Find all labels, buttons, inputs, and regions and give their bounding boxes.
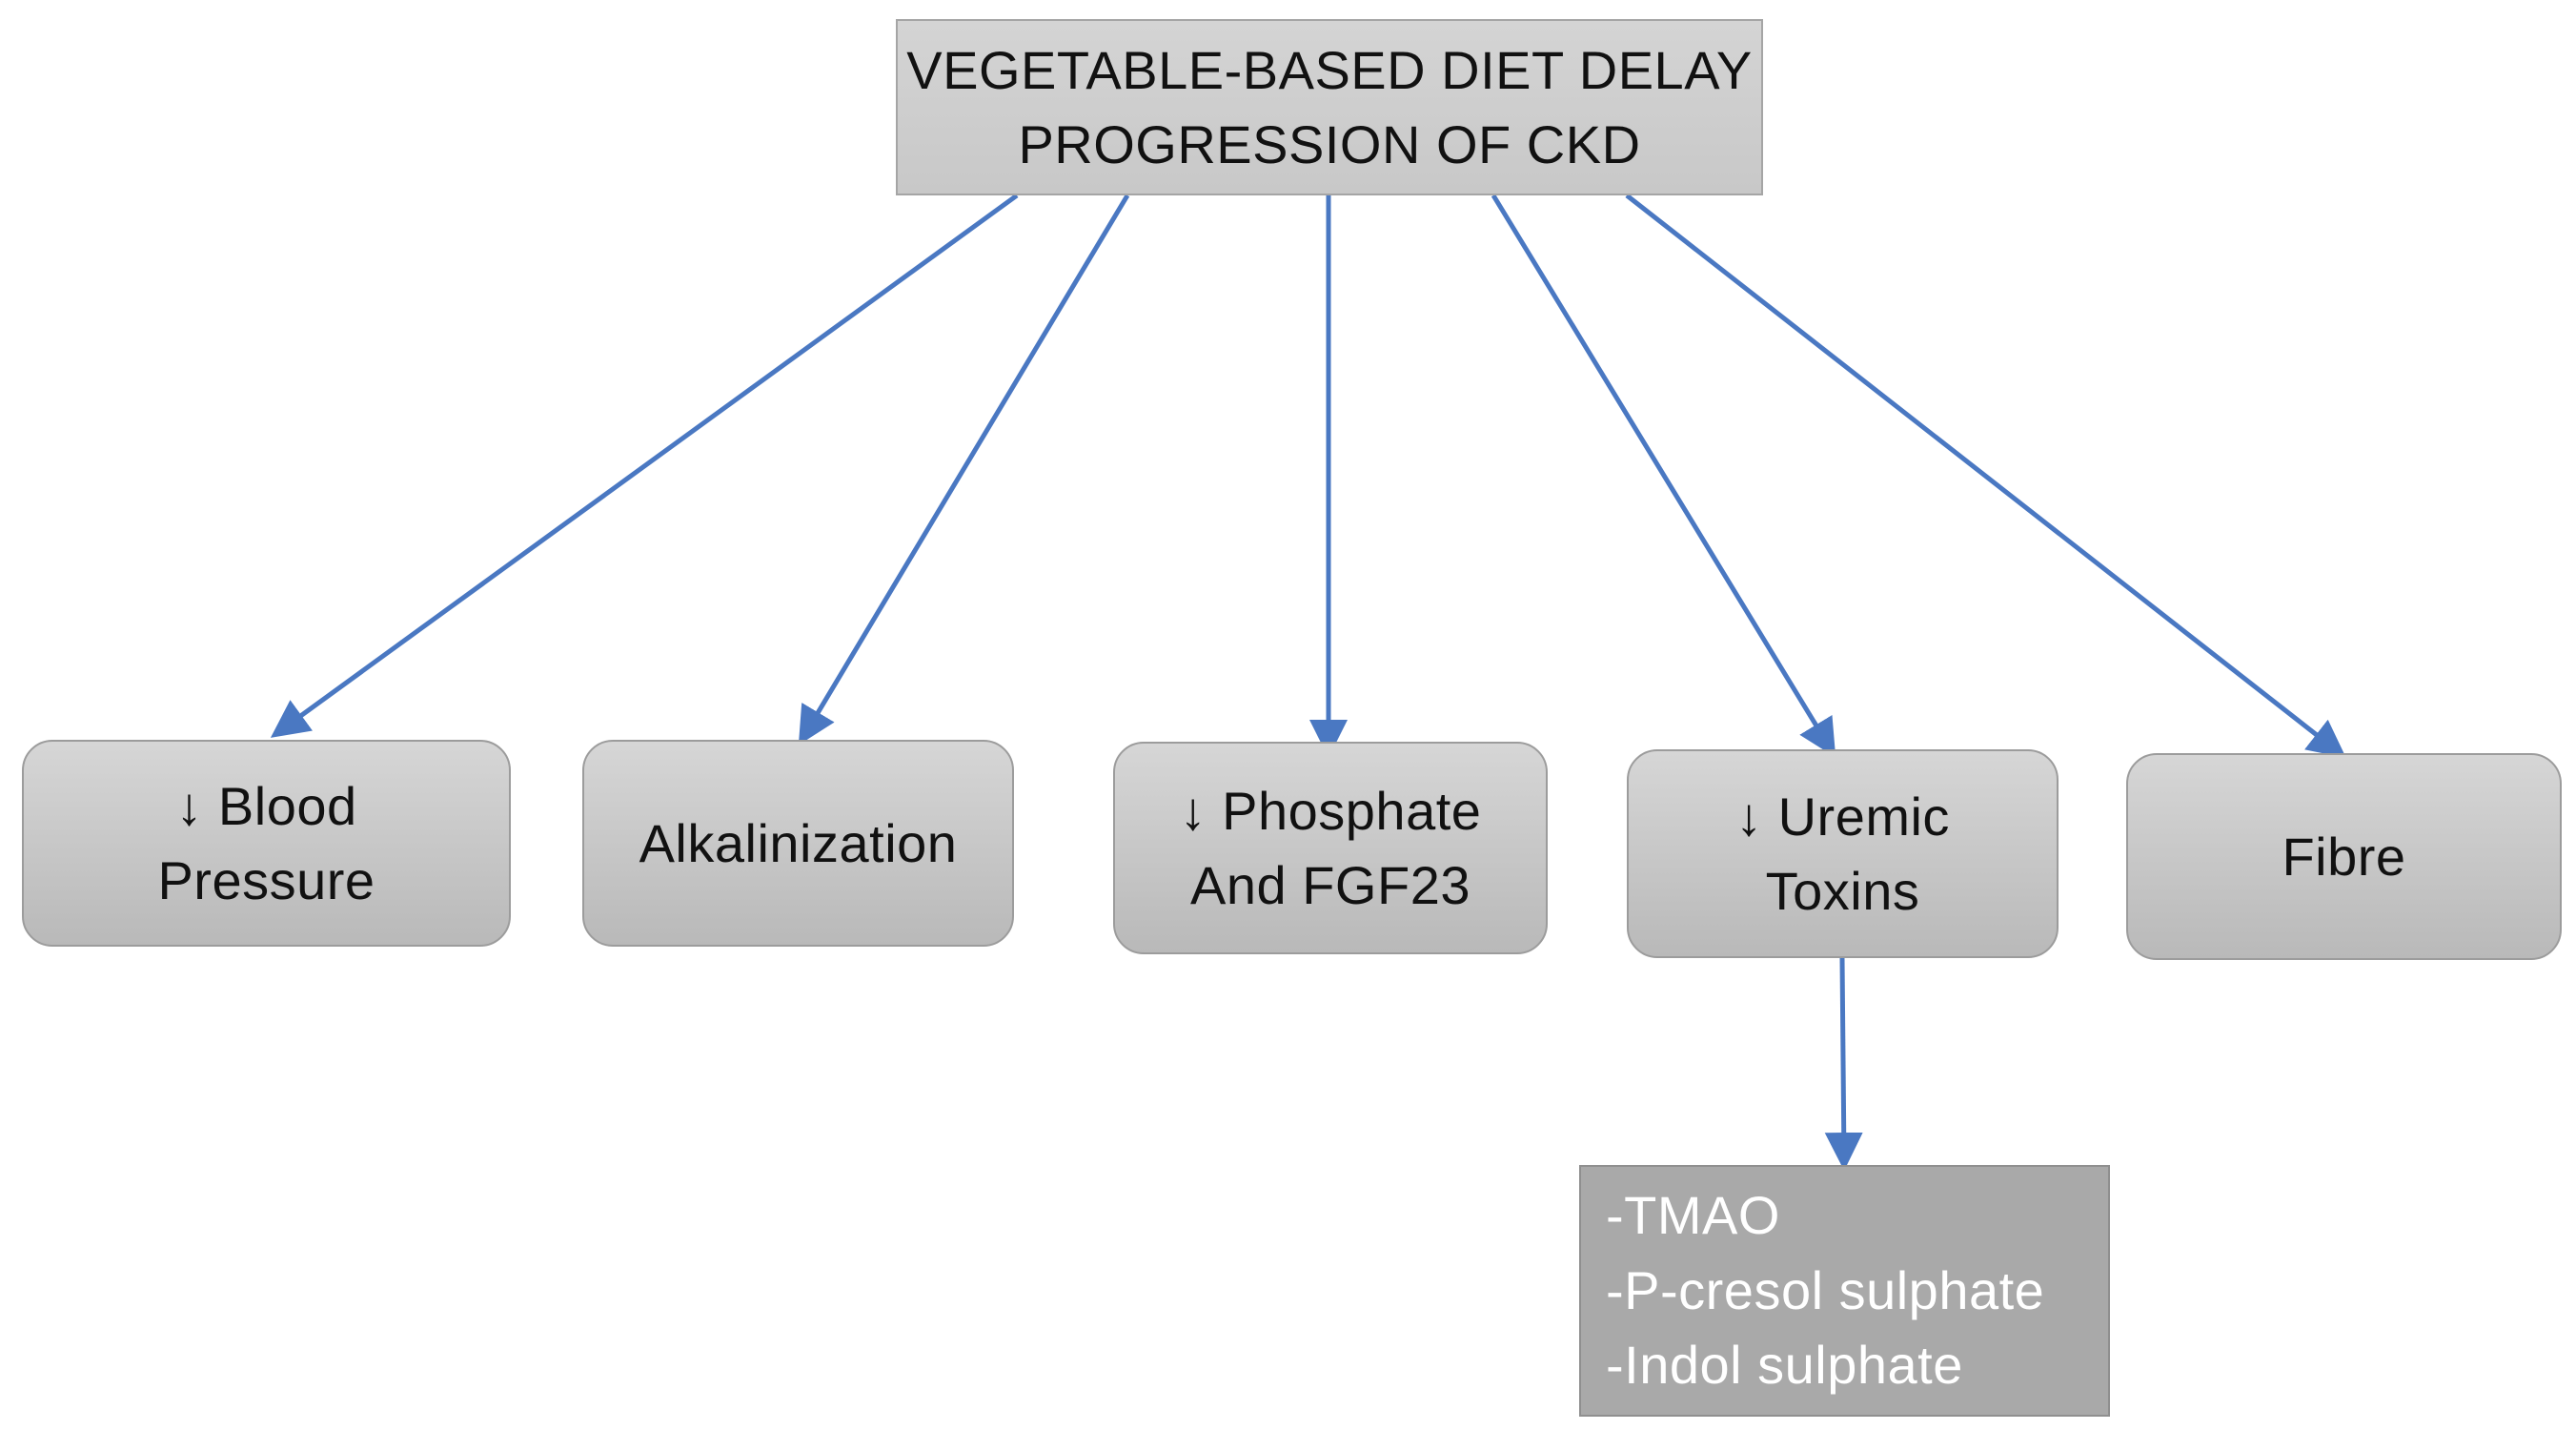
arrow-to-blood-pressure <box>270 193 1019 738</box>
root-label-line-2: PROGRESSION OF CKD <box>1018 113 1641 174</box>
blood-pressure-box: ↓ Blood Pressure <box>22 740 511 947</box>
uremic-toxins-label-line-2: Toxins <box>1765 860 1920 921</box>
uremic-toxins-box: ↓ Uremic Toxins <box>1627 749 2059 958</box>
toxin-item-tmao: -TMAO <box>1606 1185 1780 1246</box>
phosphate-label-line-2: And FGF23 <box>1190 854 1471 915</box>
alkalinization-label: Alkalinization <box>639 812 958 873</box>
arrow-to-fibre <box>1625 194 2346 759</box>
blood-pressure-label-line-1: ↓ Blood <box>175 776 357 837</box>
fibre-box: Fibre <box>2126 753 2562 960</box>
fibre-label: Fibre <box>2282 826 2406 887</box>
blood-pressure-label-line-2: Pressure <box>157 849 375 910</box>
phosphate-label-line-1: ↓ Phosphate <box>1179 781 1482 842</box>
arrow-to-alkalinization <box>798 194 1130 746</box>
uremic-toxins-label-line-1: ↓ Uremic <box>1735 786 1950 848</box>
alkalinization-box: Alkalinization <box>582 740 1014 947</box>
arrow-to-uremic-toxin-list <box>1824 957 1863 1171</box>
arrow-to-uremic-toxins <box>1491 194 1836 758</box>
toxin-item-p-cresol-sulphate: -P-cresol sulphate <box>1606 1259 2045 1320</box>
phosphate-box: ↓ Phosphate And FGF23 <box>1113 742 1548 954</box>
root-label-line-1: VEGETABLE-BASED DIET DELAY <box>906 40 1753 101</box>
root-box: VEGETABLE-BASED DIET DELAY PROGRESSION O… <box>896 19 1763 195</box>
toxin-item-indol-sulphate: -Indol sulphate <box>1606 1335 1963 1396</box>
uremic-toxin-list-box: -TMAO -P-cresol sulphate -Indol sulphate <box>1579 1165 2110 1417</box>
